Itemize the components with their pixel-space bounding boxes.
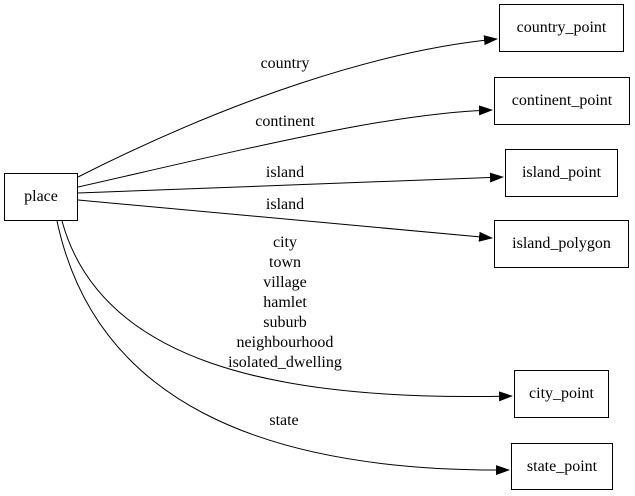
edge-label-suburb: suburb	[263, 314, 307, 331]
node-state-point: state_point	[511, 443, 613, 490]
node-continent-point-label: continent_point	[511, 92, 613, 109]
node-city-point-label: city_point	[529, 385, 594, 402]
edge-label-hamlet: hamlet	[263, 294, 307, 311]
node-place-label: place	[24, 188, 58, 205]
edge-place-country-point	[77, 35, 498, 178]
node-island-polygon-label: island_polygon	[512, 235, 611, 252]
node-island-point: island_point	[505, 149, 618, 197]
edge-place-continent-point	[77, 105, 493, 188]
edge-label-continent: continent	[255, 113, 315, 130]
node-island-point-label: island_point	[521, 164, 602, 181]
node-city-point: city_point	[514, 370, 609, 418]
edge-place-city-point	[61, 220, 513, 402]
node-place: place	[4, 173, 78, 221]
edge-label-town: town	[268, 254, 301, 271]
edge-place-island-point	[77, 172, 504, 194]
edge-label-country: country	[260, 55, 310, 72]
edge-label-island-point: island	[265, 164, 305, 181]
edge-place-island-polygon	[77, 199, 493, 242]
node-continent-point: continent_point	[494, 77, 630, 125]
edge-label-island-polygon: island	[265, 196, 305, 213]
edge-place-state-point	[56, 220, 510, 476]
edge-label-neighbourhood: neighbourhood	[236, 334, 334, 351]
node-country-point: country_point	[499, 4, 624, 52]
node-country-point-label: country_point	[516, 19, 607, 36]
edge-label-city: city	[272, 234, 297, 251]
edge-label-city-point-group: city town village hamlet suburb neighbou…	[228, 233, 342, 373]
edge-label-isolated-dwelling: isolated_dwelling	[228, 354, 342, 371]
node-state-point-label: state_point	[526, 457, 598, 475]
node-island-polygon: island_polygon	[494, 220, 629, 268]
edge-label-village: village	[263, 274, 307, 291]
edge-label-state: state	[269, 412, 299, 429]
